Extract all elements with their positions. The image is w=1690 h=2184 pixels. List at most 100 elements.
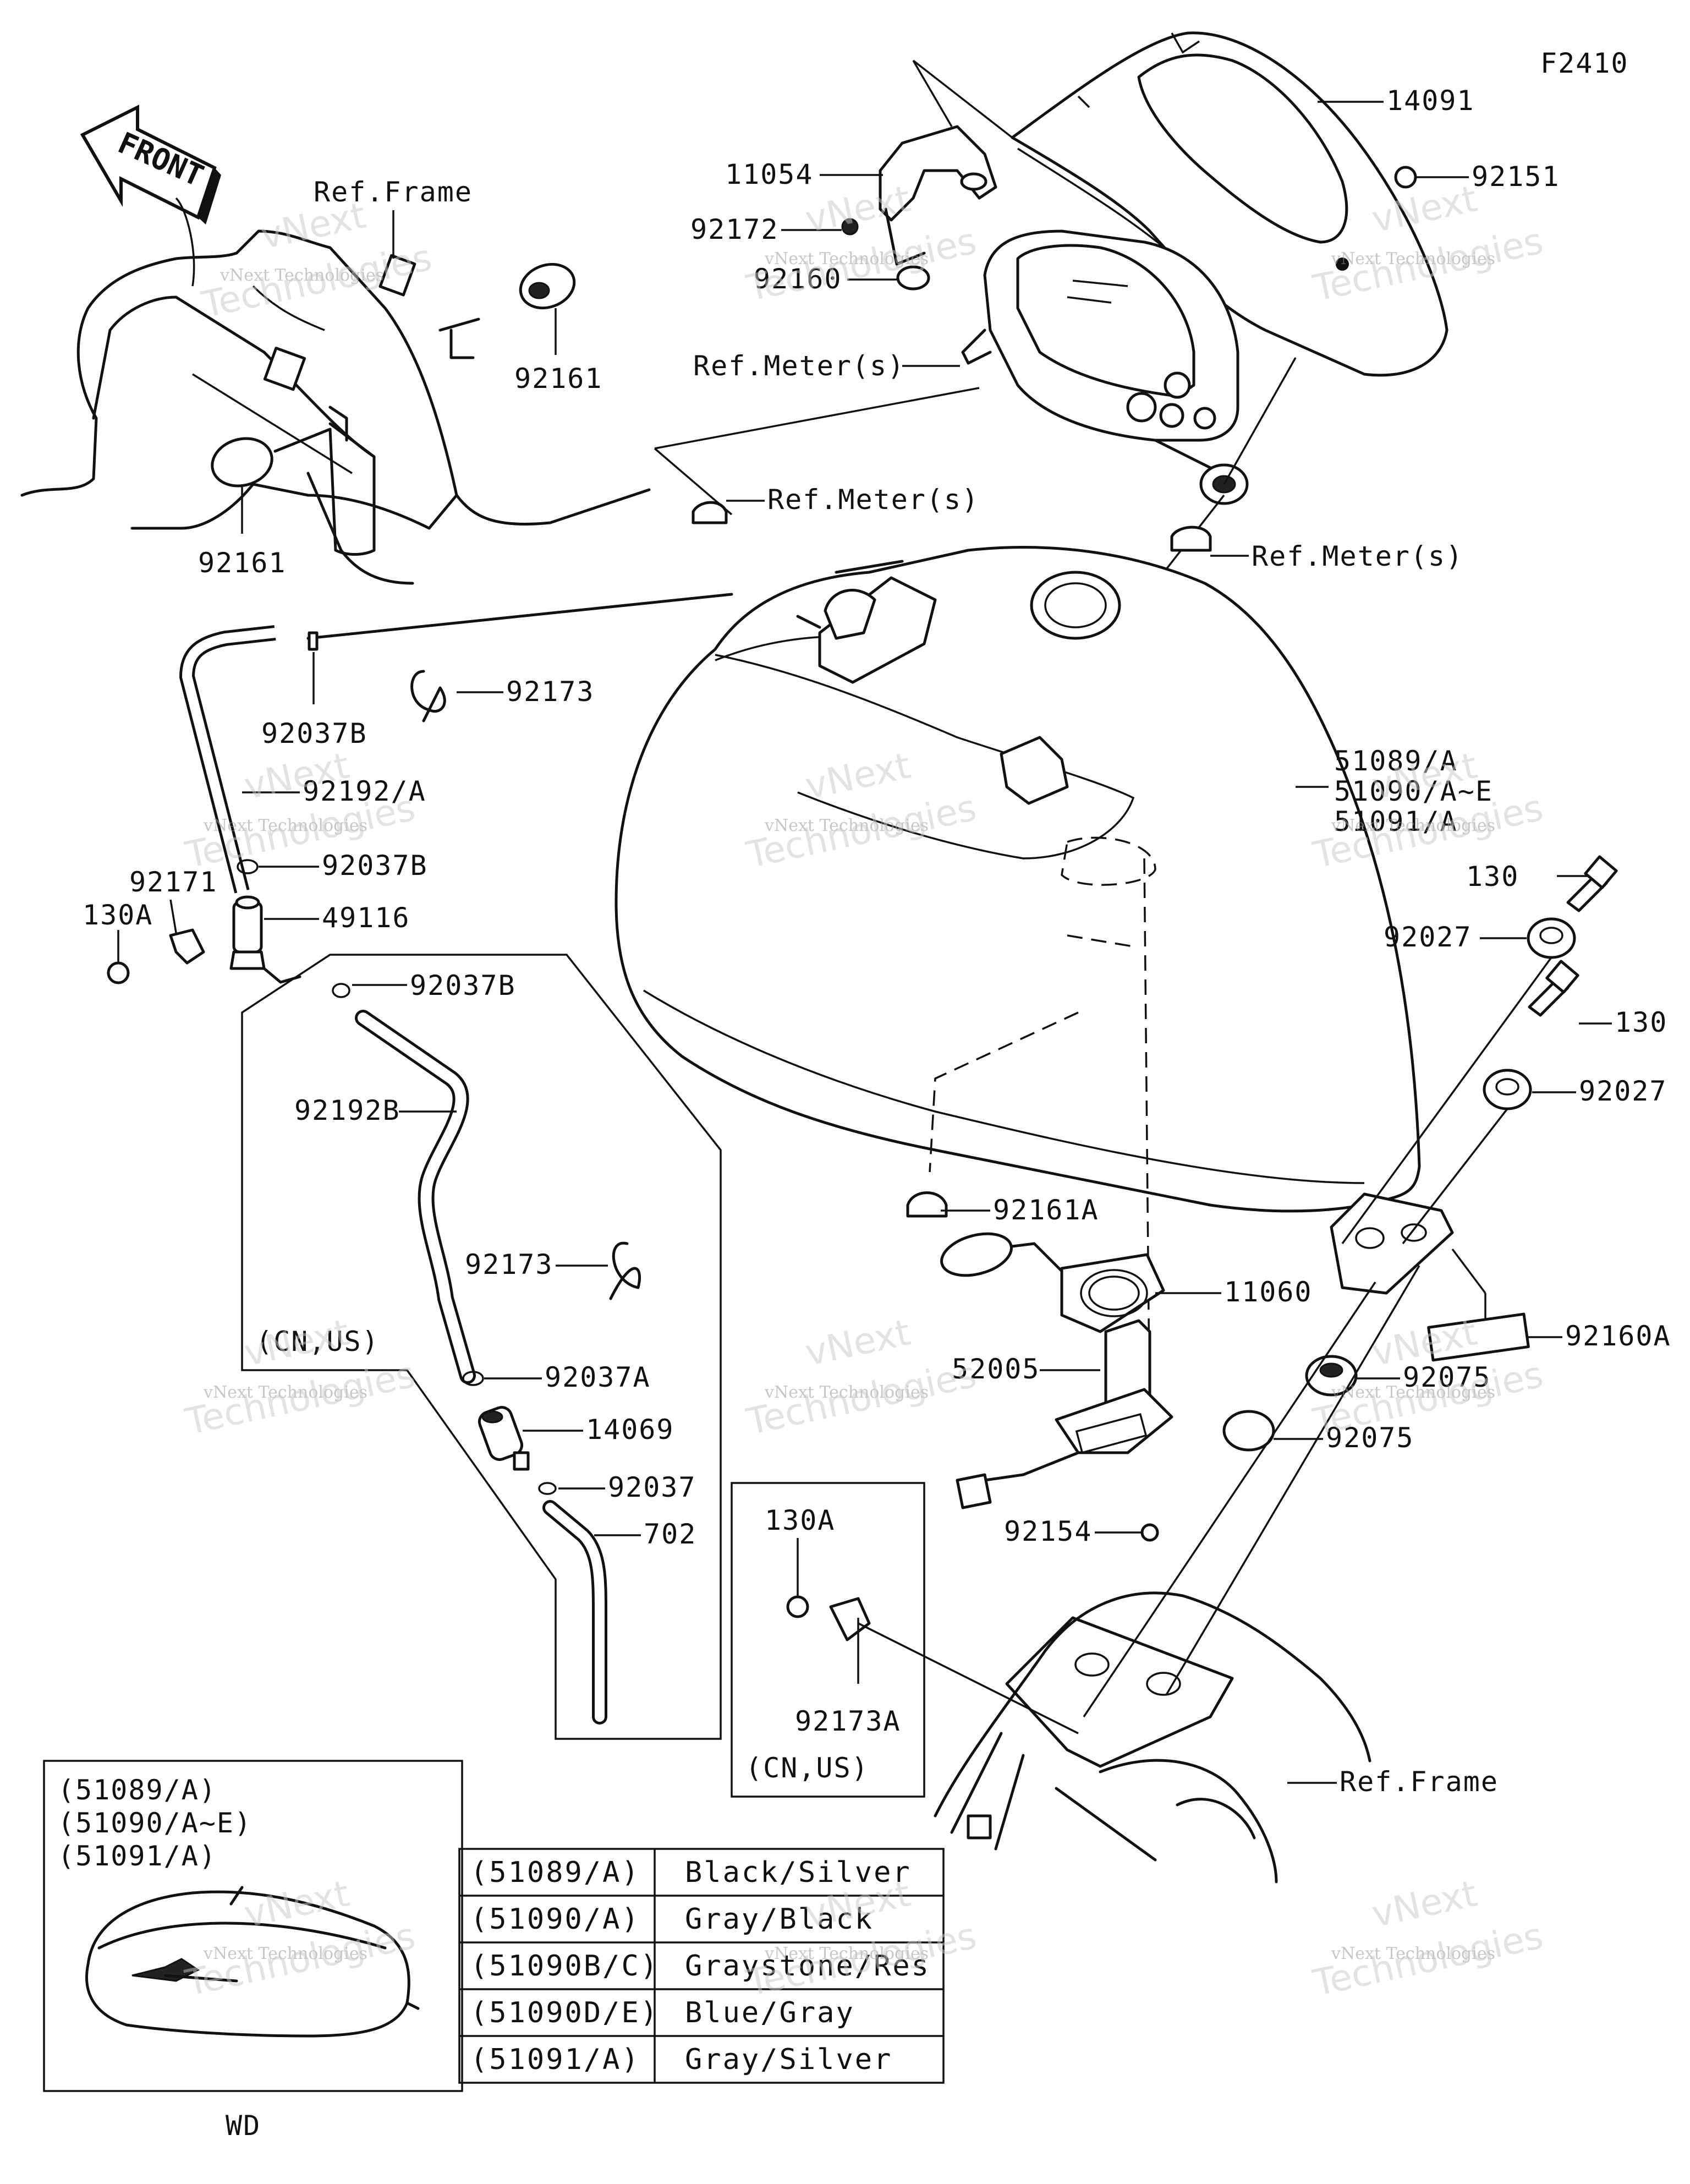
svg-text:vNext Technologies: vNext Technologies (1331, 249, 1495, 269)
inset-line-3: (51091/A) (58, 1840, 217, 1872)
label-14091: 14091 (1386, 85, 1475, 117)
meter-assembly (961, 229, 1249, 505)
table-part-cell: (51090D/E) (470, 1996, 659, 2029)
svg-text:vNext Technologies: vNext Technologies (764, 1383, 929, 1402)
ref-frame-top-label: Ref.Frame (314, 176, 473, 208)
svg-text:vNext Technologies: vNext Technologies (1331, 1944, 1495, 1963)
clamp-92037a (462, 1371, 484, 1386)
frame-bottom (934, 1591, 1371, 1884)
svg-text:vNext: vNext (1368, 1872, 1481, 1935)
grommet-92160 (896, 265, 930, 291)
clamp-92173-mid (609, 1241, 641, 1300)
hose-92192a (179, 593, 733, 896)
ref-meter-label-1: Ref.Meter(s) (693, 350, 905, 382)
table-part-cell: (51089/A) (470, 1856, 640, 1889)
bolt-130-a (1566, 855, 1618, 912)
label-49116: 49116 (322, 902, 410, 934)
fuel-tank (614, 546, 1454, 1431)
color-table-row: (51091/A) Gray/Silver (470, 2043, 891, 2076)
figure-code: F2410 (1540, 47, 1629, 79)
svg-text:vNext Technologies: vNext Technologies (764, 249, 929, 269)
label-92192b: 92192B (294, 1094, 400, 1126)
grommet-ref-meter-2 (1170, 526, 1212, 552)
label-92151: 92151 (1472, 161, 1560, 193)
label-92037b-low: 92037B (410, 970, 516, 1001)
nut-92172 (841, 218, 859, 236)
label-92027-b: 92027 (1579, 1075, 1667, 1107)
label-52005: 52005 (952, 1353, 1040, 1385)
grommet-92075-b (1222, 1410, 1275, 1452)
hose-702 (542, 1500, 607, 1725)
grommet-92161a (906, 1191, 948, 1218)
inset-caption: WD (226, 2110, 261, 2142)
ref-meter-label-3: Ref.Meter(s) (1252, 540, 1463, 572)
wd-inset-box (43, 1760, 463, 2092)
svg-text:Technologies: Technologies (182, 1353, 419, 1443)
svg-text:Technologies: Technologies (1309, 1914, 1547, 2005)
label-tank-1: 51089/A (1334, 745, 1458, 777)
svg-text:Technologies: Technologies (743, 1353, 980, 1443)
table-part-cell: (51090B/C) (470, 1950, 659, 1983)
label-92037a: 92037A (545, 1361, 651, 1393)
bracket-11054 (879, 59, 1013, 266)
fuel-pump-52005 (956, 1319, 1173, 1509)
color-table-row: (51090D/E) Blue/Gray (470, 1996, 853, 2029)
valve-49116 (229, 895, 301, 984)
label-92161-right: 92161 (514, 363, 603, 395)
clamp-92037b-mid (237, 859, 259, 874)
color-table-row: (51090B/C) Graystone/Res (470, 1950, 930, 1983)
hose-92192b (355, 1010, 476, 1384)
clamp-92037 (538, 1482, 557, 1495)
watermark: vNext vNext Technologies Technologies (743, 1311, 980, 1443)
bolt-130-b (1528, 960, 1579, 1017)
label-tank-2: 51090/A~E (1334, 775, 1493, 807)
frame-top-left (20, 197, 651, 585)
svg-text:vNext Technologies: vNext Technologies (203, 1944, 367, 1963)
label-92173-top: 92173 (506, 676, 595, 708)
label-130a-box: 130A (765, 1504, 835, 1536)
meter-cover-14091 (1011, 31, 1448, 377)
pad-92160a (1427, 1312, 1530, 1362)
svg-text:vNext: vNext (240, 1311, 353, 1374)
ref-frame-bottom-label: Ref.Frame (1340, 1766, 1499, 1798)
table-color-cell: Gray/Black (685, 1903, 874, 1936)
label-92192a: 92192/A (303, 775, 426, 807)
svg-text:Technologies: Technologies (198, 236, 436, 326)
label-11060: 11060 (1224, 1276, 1313, 1308)
label-92173-mid: 92173 (465, 1249, 553, 1280)
inset-line-1: (51089/A) (58, 1774, 217, 1806)
cn-us-label-1: (CN,US) (256, 1326, 380, 1358)
table-color-cell: Graystone/Res (685, 1950, 930, 1983)
washer-92027-b (1483, 1069, 1532, 1110)
label-130-b: 130 (1615, 1006, 1667, 1038)
svg-text:vNext Technologies: vNext Technologies (764, 816, 929, 835)
label-tank-3: 51091/A (1334, 806, 1458, 838)
svg-text:vNext Technologies: vNext Technologies (1331, 1383, 1495, 1402)
label-92037b-mid: 92037B (322, 850, 428, 882)
washer-92027-a (1527, 917, 1576, 959)
label-14069: 14069 (586, 1414, 674, 1446)
grommet-92075-a (1305, 1355, 1358, 1397)
label-92037b-top: 92037B (261, 718, 367, 749)
svg-text:vNext: vNext (802, 177, 914, 240)
label-92154: 92154 (1004, 1515, 1093, 1547)
cn-us-label-2: (CN,US) (745, 1752, 869, 1784)
label-92161a: 92161A (993, 1194, 1099, 1226)
screw-92154 (1140, 1523, 1159, 1542)
inset-line-2: (51090/A~E) (58, 1807, 252, 1839)
label-92161-left: 92161 (198, 547, 287, 579)
svg-text:vNext Technologies: vNext Technologies (203, 1383, 367, 1402)
watermark: vNext vNext Technologies Technologies (1309, 1872, 1547, 2004)
table-color-cell: Black/Silver (685, 1856, 912, 1889)
clamp-92037b-low (332, 983, 350, 998)
label-92160: 92160 (754, 263, 842, 295)
front-arrow: FRONT (80, 105, 221, 225)
label-92171: 92171 (129, 866, 218, 898)
cn-us-detail-box (731, 1482, 925, 1798)
grommet-92161-left (211, 406, 348, 488)
ref-meter-label-2: Ref.Meter(s) (767, 484, 979, 516)
table-part-cell: (51090/A) (470, 1903, 640, 1936)
table-part-cell: (51091/A) (470, 2043, 640, 2076)
label-92075-a: 92075 (1403, 1361, 1491, 1393)
